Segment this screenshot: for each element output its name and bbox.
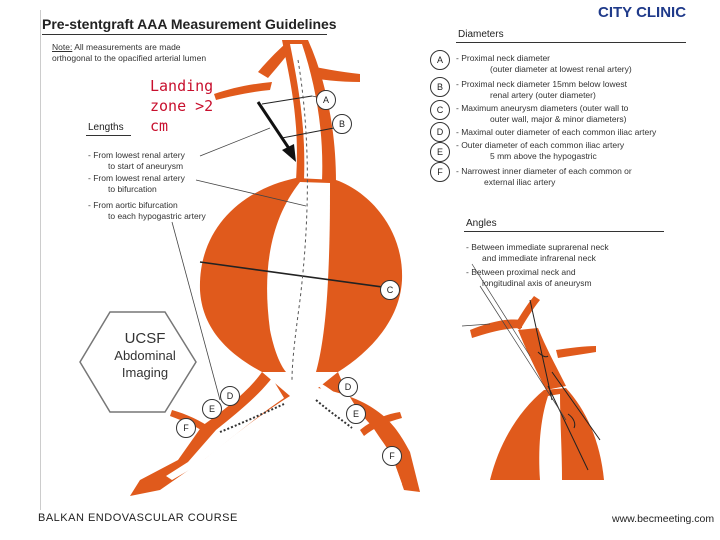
ucsf-line2: Abdominal: [114, 348, 176, 363]
diameter-item-f: - Narrowest inner diameter of each commo…: [456, 166, 632, 176]
length-item: - From aortic bifurcation: [88, 200, 178, 210]
diameter-letter-f: F: [430, 162, 450, 182]
diameters-underline: [456, 42, 686, 43]
diameter-letter-e: E: [430, 142, 450, 162]
angles-diagram-neck: [518, 328, 566, 390]
renal-branch-left-2: [214, 82, 272, 100]
callout-arrow-shaft: [256, 101, 292, 151]
angles-axis-3: [547, 385, 589, 471]
diagram-label-c: C: [380, 280, 400, 300]
angle-item: and immediate infrarenal neck: [482, 253, 596, 263]
angles-arc-2: [567, 413, 576, 429]
landing-zone-callout: Landing zone >2 cm: [150, 77, 214, 135]
diameter-item-e: - Outer diameter of each common iliac ar…: [456, 140, 625, 150]
angles-leader-3: [479, 285, 567, 421]
diagram-label-e-left: E: [202, 399, 222, 419]
page-title: Pre-stentgraft AAA Measurement Guideline…: [42, 16, 337, 32]
measure-line-a: [261, 95, 313, 105]
diagram-label-d-right: D: [338, 377, 358, 397]
angles-diagram-branch-top: [470, 319, 522, 338]
lengths-underline: [86, 135, 131, 136]
angles-leader-1: [461, 323, 491, 327]
angles-underline: [464, 231, 664, 232]
lengths-heading: Lengths: [88, 122, 124, 133]
centerline: [291, 59, 308, 381]
length-item: to each hypogastric artery: [108, 211, 206, 221]
angles-diagram-branch-top2: [514, 296, 540, 330]
diameter-item-d: - Maximal outer diameter of each common …: [456, 127, 657, 137]
angle-item: - Between proximal neck and: [466, 267, 576, 277]
measure-line-c: [199, 261, 391, 289]
note: Note: All measurements are made orthogon…: [52, 42, 222, 64]
diameter-item-c-2: outer wall, major & minor diameters): [490, 114, 627, 124]
diagram-label-f-left: F: [176, 418, 196, 438]
diameter-item-a: - Proximal neck diameter: [456, 53, 551, 63]
diameter-item-c: - Maximum aneurysm diameters (outer wall…: [456, 103, 629, 113]
diameter-letter-b: B: [430, 77, 450, 97]
diameter-item-b-2: renal artery (outer diameter): [490, 90, 596, 100]
diameters-heading: Diameters: [458, 29, 504, 40]
angles-leader-2: [471, 263, 531, 357]
diameter-letter-c: C: [430, 100, 450, 120]
website-link[interactable]: www.becmeeting.com: [612, 513, 715, 525]
diameter-item-b: - Proximal neck diameter 15mm below lowe…: [456, 79, 628, 89]
diagram-label-f-right: F: [382, 446, 402, 466]
ucsf-hexagon: [79, 311, 197, 413]
dotted-iliac-right: [315, 399, 353, 429]
callout-arrowhead: [282, 144, 296, 162]
iliac-right-lumen: [314, 380, 402, 484]
clinic-logo: CITY CLINIC: [598, 4, 687, 21]
diameter-letter-a: A: [430, 50, 450, 70]
angles-axis-1: [529, 299, 553, 401]
length-item: - From lowest renal artery: [88, 173, 185, 183]
diameter-item-a-2: (outer diameter at lowest renal artery): [490, 64, 632, 74]
length-item: to bifurcation: [108, 184, 157, 194]
diagram-label-b: B: [332, 114, 352, 134]
diameter-item-e-2: 5 mm above the hypogastric: [490, 151, 597, 161]
hypogastric-right: [360, 412, 402, 436]
angles-arc-1: [537, 351, 549, 358]
angles-axis-2: [551, 371, 601, 441]
length-item: to start of aneurysm: [108, 161, 184, 171]
diagram-label-a: A: [316, 90, 336, 110]
title-underline: [42, 34, 327, 35]
diagram-label-e-right: E: [346, 404, 366, 424]
angles-heading: Angles: [466, 218, 497, 229]
diameter-letter-d: D: [430, 122, 450, 142]
angles-diagram-lumen: [539, 394, 562, 480]
diagram-label-d-left: D: [220, 386, 240, 406]
note-text: All measurements are made orthogonal to …: [52, 42, 207, 63]
diameter-item-f-2: external iliac artery: [484, 177, 556, 187]
aneurysm-lumen: [267, 182, 330, 372]
leader-lengths-2: [195, 179, 307, 207]
angle-item: - Between immediate suprarenal neck: [466, 242, 609, 252]
leader-lengths-3: [171, 221, 221, 401]
aortic-neck-lumen: [290, 44, 323, 181]
ucsf-logo: UCSF Abdominal Imaging: [100, 330, 190, 381]
course-name: BALKAN ENDOVASCULAR COURSE: [38, 512, 238, 524]
measure-line-b: [281, 127, 335, 139]
angles-diagram-branch-right: [556, 346, 596, 358]
ucsf-line3: Imaging: [121, 365, 169, 380]
dotted-iliac-left: [219, 403, 285, 433]
leader-lengths-1: [199, 127, 271, 157]
note-label: Note:: [52, 42, 73, 52]
ucsf-line1: UCSF: [124, 330, 166, 347]
angle-item: longitudinal axis of aneurysm: [482, 278, 592, 288]
length-item: - From lowest renal artery: [88, 150, 185, 160]
